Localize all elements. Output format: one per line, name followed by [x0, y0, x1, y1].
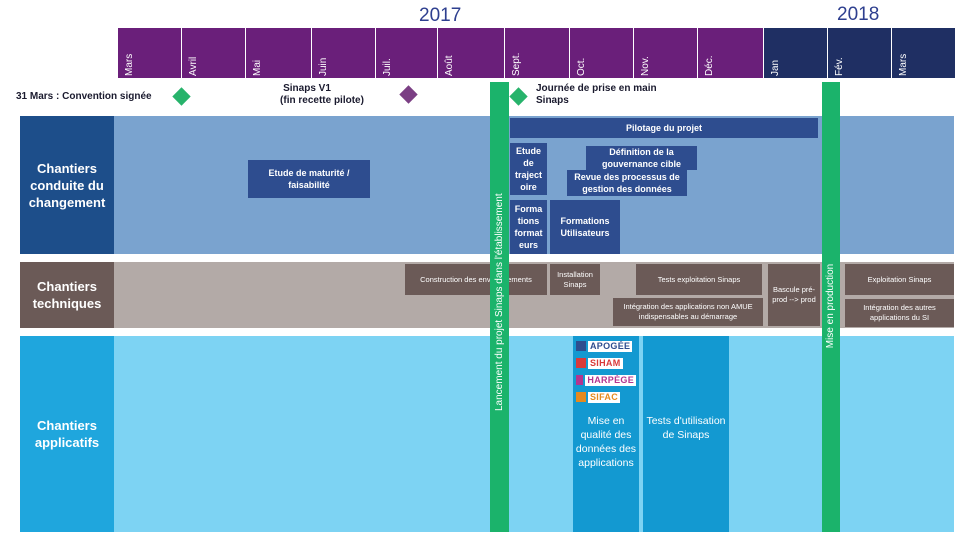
month-label: Nov.	[640, 56, 651, 76]
month-2018-0: Jan	[764, 28, 828, 78]
month-label: Août	[444, 55, 455, 76]
milestone-sinaps-v1-diamond	[399, 85, 418, 104]
month-label: Mai	[252, 59, 263, 76]
milestone-convention-diamond	[172, 87, 191, 106]
app-logo-siham: SIHAM	[576, 357, 636, 369]
task-exploitation-sinaps: Exploitation Sinaps	[845, 264, 954, 295]
row-label-applicatifs: Chantiers applicatifs	[20, 336, 114, 532]
month-2017-0: Mars	[118, 28, 182, 78]
milestone-sinaps-v1-line2: (fin recette pilote)	[280, 95, 364, 106]
task-integration-autres: Intégration des autres applications du S…	[845, 299, 954, 327]
month-label: Oct.	[576, 57, 587, 76]
month-label: Fév.	[834, 57, 845, 76]
month-2017-4: Juil.	[376, 28, 438, 78]
task-tests-exploitation: Tests exploitation Sinaps	[636, 264, 762, 295]
row-label-techniques: Chantiers techniques	[20, 262, 114, 328]
month-2017-9: Déc.	[698, 28, 764, 78]
siham-logo-icon	[576, 358, 586, 368]
marker-lancement-bar	[490, 82, 509, 532]
task-pilotage: Pilotage du projet	[510, 118, 818, 138]
month-label: Jan	[770, 59, 781, 76]
harpege-logo-icon	[576, 375, 584, 385]
task-mise-en-qualite-label: Mise en qualité des données des applicat…	[575, 415, 637, 469]
month-label: Sept.	[511, 52, 522, 76]
apogee-logo-icon	[576, 341, 586, 351]
app-logo-harpege: HARPÈGE	[576, 374, 636, 386]
month-2017-6: Sept.	[505, 28, 570, 78]
month-2018-2: Mars	[892, 28, 956, 78]
task-definition-gouvernance: Définition de la gouvernance cible	[586, 146, 697, 170]
milestone-journee-label: Journée de prise en main Sinaps	[536, 83, 657, 107]
month-2017-3: Juin	[312, 28, 376, 78]
milestone-convention-label: 31 Mars : Convention signée	[16, 91, 152, 102]
app-logo-apogee: APOGÉE	[576, 340, 636, 352]
task-etude-trajectoire: Etude de traject oire	[510, 143, 547, 195]
app-logos: APOGÉE SIHAM HARPÈGE SIFAC	[576, 340, 636, 403]
year-2017-label: 2017	[419, 5, 462, 26]
month-label: Déc.	[704, 55, 715, 76]
year-2018-label: 2018	[837, 4, 880, 25]
month-2018-1: Fév.	[828, 28, 892, 78]
sifac-logo-icon	[576, 392, 586, 402]
milestone-journee-diamond	[509, 87, 528, 106]
month-2017-8: Nov.	[634, 28, 698, 78]
task-tests-utilisation-box	[643, 336, 729, 532]
marker-mise-en-production-text: Mise en production	[825, 263, 836, 349]
task-formations-formateurs: Forma tions format eurs	[510, 200, 547, 254]
milestone-journee-line2: Sinaps	[536, 95, 569, 106]
task-revue-processus: Revue des processus de gestion des donné…	[567, 170, 687, 196]
task-integration-non-amue: Intégration des applications non AMUE in…	[613, 298, 763, 326]
task-construction-environnements: Construction des environnements	[405, 264, 547, 295]
month-label: Juin	[318, 57, 329, 76]
task-formations-utilisateurs: Formations Utilisateurs	[550, 200, 620, 254]
row-label-conduite: Chantiers conduite du changement	[20, 116, 114, 254]
apogee-logo-text: APOGÉE	[588, 340, 633, 352]
task-mise-en-qualite-box	[573, 336, 639, 532]
marker-mise-en-production-bar	[822, 82, 840, 532]
task-etude-maturite: Etude de maturité / faisabilité	[248, 160, 370, 198]
siham-logo-text: SIHAM	[588, 357, 623, 369]
month-2017-2: Mai	[246, 28, 312, 78]
sifac-logo-text: SIFAC	[588, 391, 621, 403]
month-label: Mars	[124, 53, 135, 76]
task-installation-sinaps: Installation Sinaps	[550, 264, 600, 295]
marker-lancement-text: Lancement du projet Sinaps dans l'établi…	[493, 193, 505, 411]
month-2017-5: Août	[438, 28, 505, 78]
task-bascule-preprod-prod: Bascule pré-prod --> prod	[768, 264, 820, 326]
month-2017-1: Avril	[182, 28, 246, 78]
month-2017-7: Oct.	[570, 28, 634, 78]
month-label: Juil.	[382, 58, 393, 76]
app-logo-sifac: SIFAC	[576, 391, 636, 403]
task-tests-utilisation-label: Tests d'utilisation de Sinaps	[646, 415, 726, 441]
harpege-logo-text: HARPÈGE	[585, 374, 636, 386]
milestone-sinaps-v1-label: Sinaps V1 (fin recette pilote)	[262, 83, 382, 107]
row-band-applicatifs	[114, 336, 954, 532]
milestone-sinaps-v1-line1: Sinaps V1	[283, 83, 331, 94]
milestone-journee-line1: Journée de prise en main	[536, 83, 657, 94]
month-label: Avril	[188, 56, 199, 76]
month-label: Mars	[898, 53, 909, 76]
